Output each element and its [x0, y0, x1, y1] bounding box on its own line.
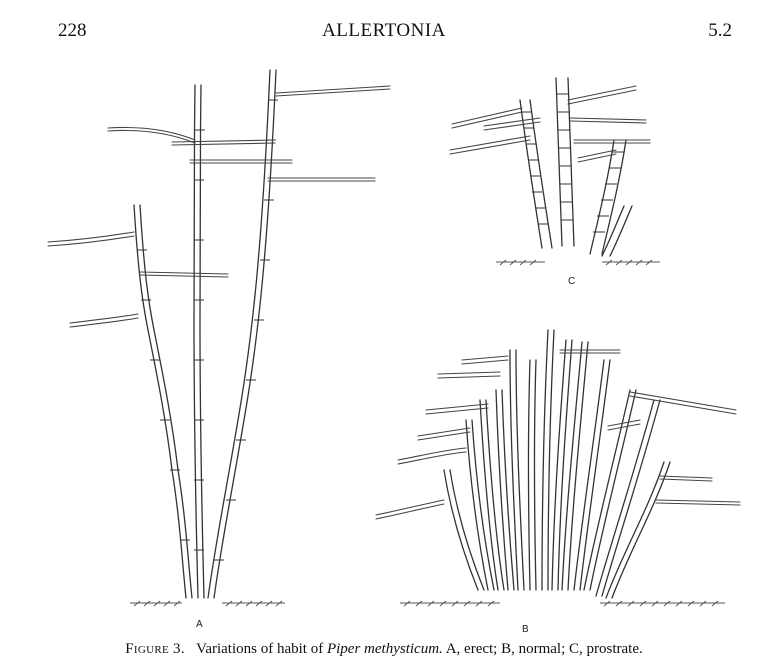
branch-a-2	[139, 271, 229, 278]
running-title: ALLERTONIA	[322, 20, 446, 41]
ground-line-b-left	[400, 600, 500, 607]
stem-a-1	[133, 204, 187, 599]
figure-caption: Figure 3. Variations of habit of Piper m…	[0, 641, 768, 658]
ground-line-c-right	[602, 259, 660, 266]
ground-line-c-left	[496, 259, 545, 266]
panel-label-c: C	[568, 276, 575, 287]
caption-text-before: Variations of habit of	[196, 641, 327, 657]
stems-c	[519, 77, 633, 257]
branch-a-8	[267, 177, 376, 182]
branch-a-3	[69, 313, 139, 328]
panel-c-drawing: C	[449, 77, 660, 287]
branches-c	[449, 85, 651, 163]
branch-a-6	[189, 159, 293, 164]
branches-b	[375, 349, 741, 520]
stem-a-2	[193, 84, 199, 599]
stem-a-2b	[199, 84, 205, 599]
figure-label: Figure 3.	[125, 641, 185, 657]
stems-b	[443, 329, 671, 599]
figure-illustration: A	[0, 55, 768, 635]
stem-segments-c	[522, 93, 624, 233]
page-number: 228	[58, 20, 87, 41]
ground-line-b-right	[600, 600, 725, 607]
section-number: 5.2	[708, 20, 732, 41]
page-header: 228 ALLERTONIA 5.2	[0, 20, 768, 50]
stem-a-1b	[139, 204, 193, 599]
branch-a-1	[47, 231, 135, 247]
plant-habit-drawing: A	[47, 69, 741, 635]
ground-line-a-left	[130, 600, 182, 607]
panel-a-drawing: A	[47, 69, 391, 630]
branch-a-5	[171, 139, 276, 146]
ground-line-a-right	[222, 600, 285, 607]
panel-b-drawing: B	[375, 329, 741, 635]
branch-a-7	[275, 85, 391, 97]
panel-label-a: A	[196, 619, 203, 630]
panel-label-b: B	[522, 624, 529, 635]
stem-a-3	[207, 69, 271, 599]
stem-a-3b	[213, 69, 277, 599]
branch-a-4	[107, 126, 196, 144]
species-name: Piper methysticum.	[326, 641, 443, 657]
caption-text-after: A, erect; B, normal; C, prostrate.	[442, 641, 643, 657]
